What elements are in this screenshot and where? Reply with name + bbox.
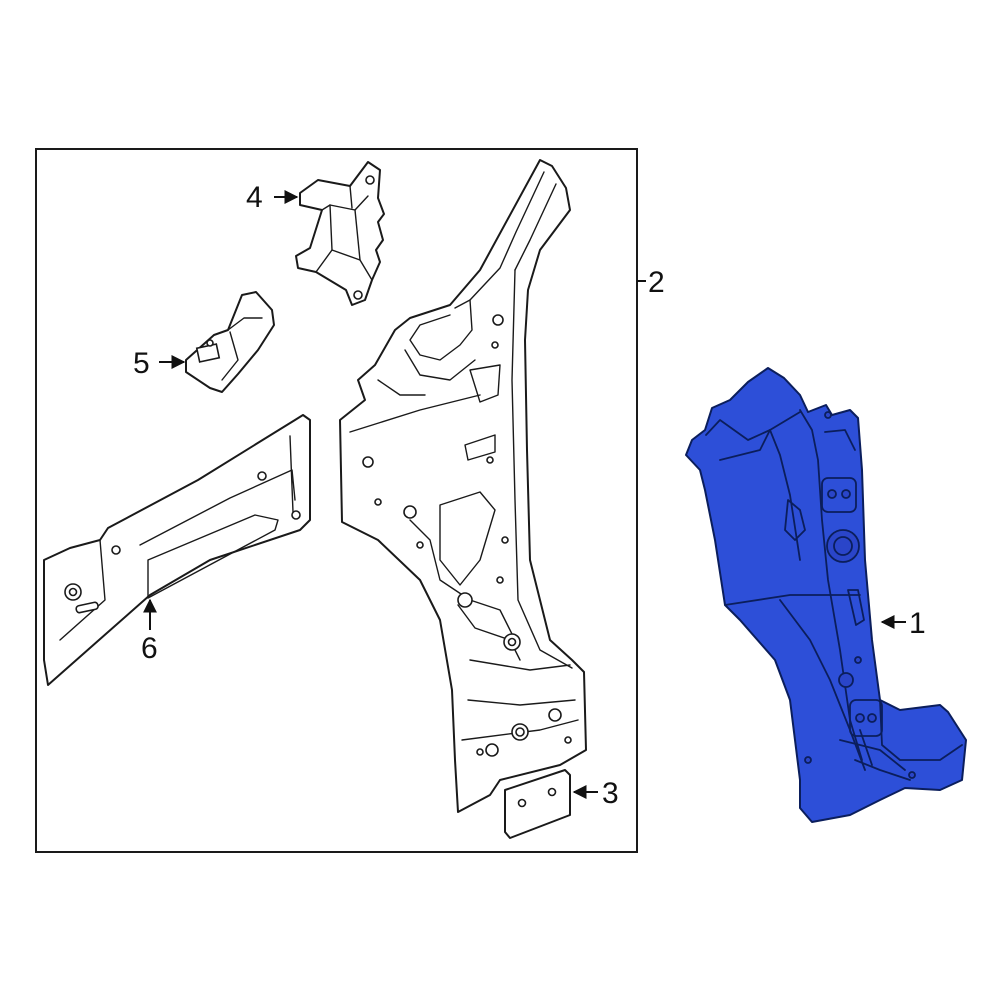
callout-5-label: 5 [133,347,150,380]
part-4-bracket: 4 [246,161,385,306]
callout-3-label: 3 [602,777,619,810]
pillar-frame-outline [339,159,587,813]
part-5-gusset: 5 [133,291,275,393]
part-3-plate: 3 [504,769,619,839]
part-1-highlighted-pillar: 1 [685,367,967,823]
callout-4-label: 4 [246,181,263,214]
callout-6-label: 6 [141,632,158,665]
part-6-panel: 6 [43,414,311,686]
callout-2-label: 2 [648,266,665,299]
callout-1-label: 1 [909,607,926,640]
callout-2: 2 [637,266,665,299]
assembly-group-box [35,148,638,853]
